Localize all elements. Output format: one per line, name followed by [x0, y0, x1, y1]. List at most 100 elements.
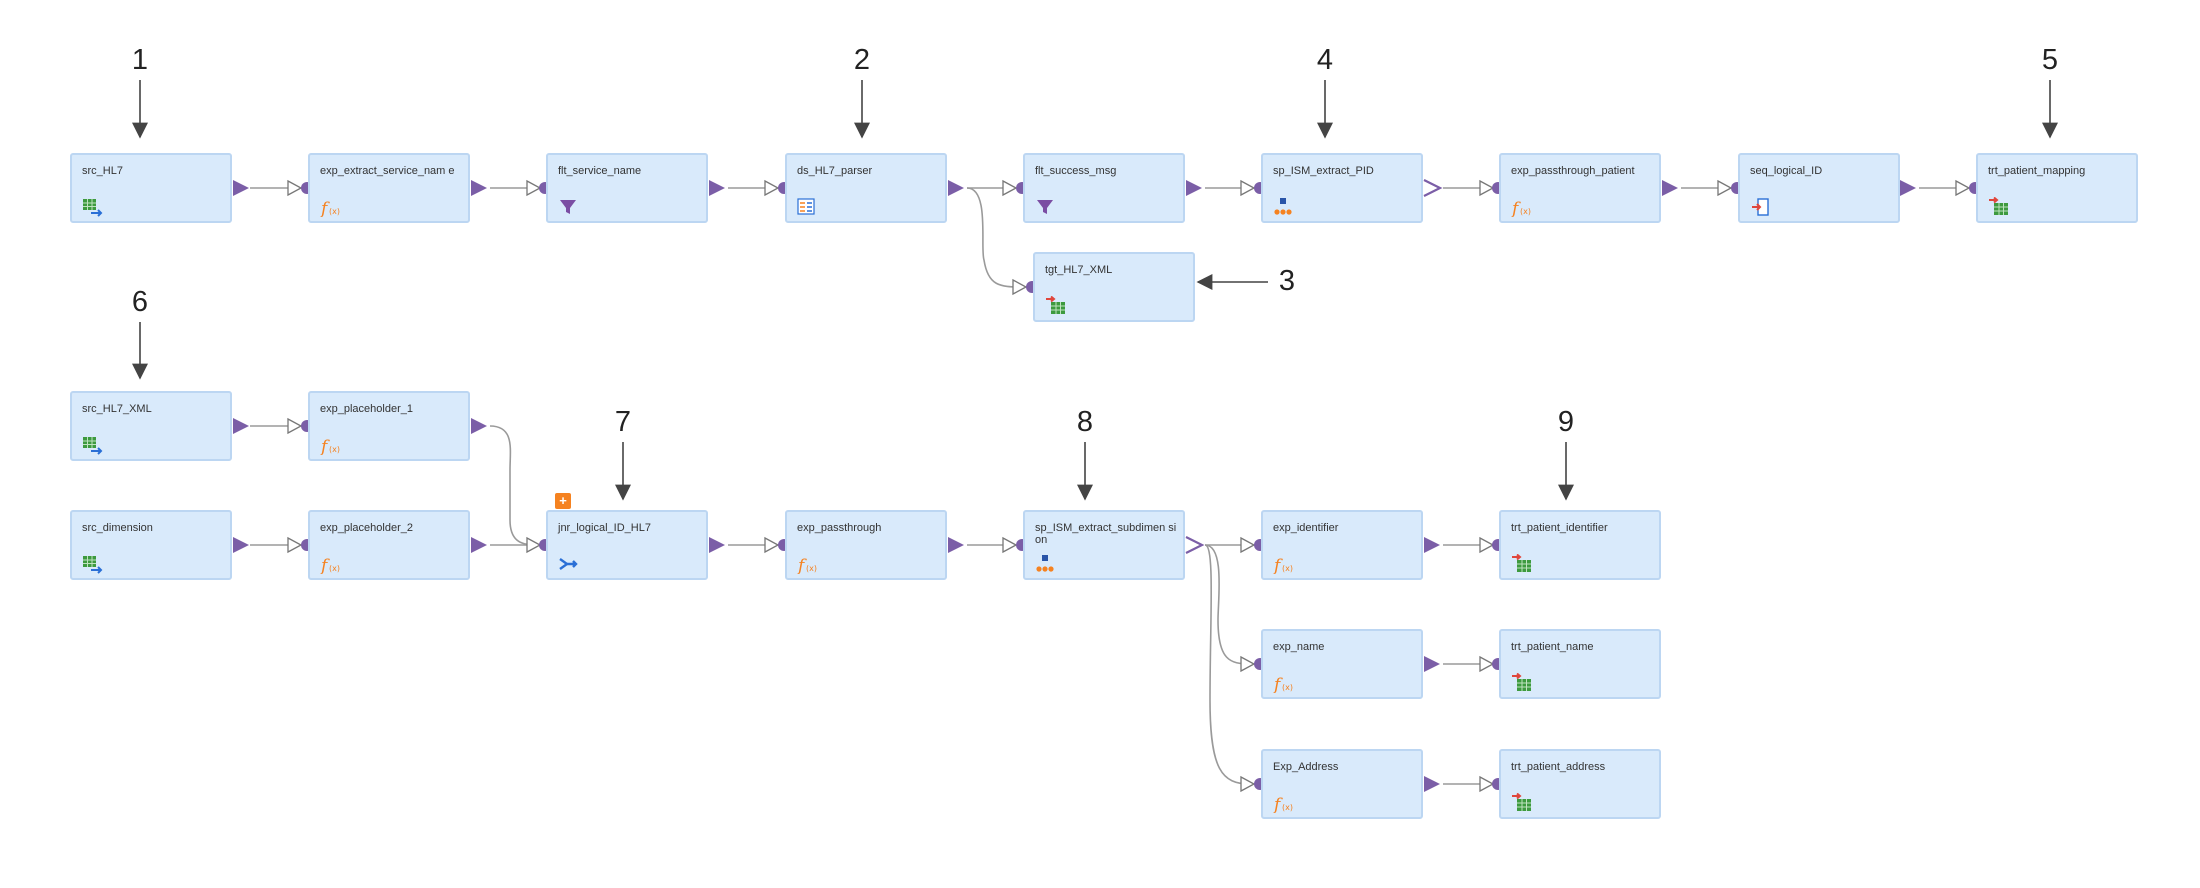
node-label: seq_logical_ID	[1750, 165, 1823, 177]
input-port	[526, 536, 542, 554]
input-port	[287, 417, 303, 435]
output-port	[1186, 180, 1202, 196]
marker-7: 7	[614, 406, 632, 438]
svg-text:f: f	[1273, 675, 1283, 693]
input-port	[1479, 536, 1495, 554]
node-label: trt_patient_mapping	[1988, 165, 2086, 177]
node-src-hl7[interactable]: src_HL7	[70, 153, 232, 223]
svg-text:(x): (x)	[1520, 207, 1531, 216]
node-sp-ism-extract-pid[interactable]: sp_ISM_extract_PID	[1261, 153, 1423, 223]
node-exp-name[interactable]: exp_name f(x)	[1261, 629, 1423, 699]
node-label: sp_ISM_extract_PID	[1273, 165, 1374, 177]
node-label: tgt_HL7_XML	[1045, 264, 1113, 276]
node-seq-logical-id[interactable]: seq_logical_ID	[1738, 153, 1900, 223]
expression-icon: f(x)	[1273, 675, 1293, 693]
node-exp-placeholder-2[interactable]: exp_placeholder_2 f(x)	[308, 510, 470, 580]
marker-8: 8	[1076, 406, 1094, 438]
input-port	[764, 179, 780, 197]
structure-parser-icon	[1036, 555, 1054, 572]
node-trt-patient-mapping[interactable]: trt_patient_mapping	[1976, 153, 2138, 223]
marker-3: 3	[1278, 265, 1296, 297]
node-ds-hl7-parser[interactable]: ds_HL7_parser	[785, 153, 947, 223]
node-label: ds_HL7_parser	[797, 165, 873, 177]
target-icon	[1512, 554, 1531, 572]
node-label: Exp_Address	[1273, 761, 1339, 773]
input-port	[1955, 179, 1971, 197]
input-port	[1240, 179, 1256, 197]
node-label: trt_patient_address	[1511, 761, 1606, 773]
svg-text:(x): (x)	[806, 564, 817, 573]
node-src-dimension[interactable]: src_dimension	[70, 510, 232, 580]
node-exp-placeholder-1[interactable]: exp_placeholder_1 f(x)	[308, 391, 470, 461]
source-icon	[83, 437, 103, 455]
node-sp-ism-extract-subdimension[interactable]: sp_ISM_extract_subdimen sion	[1023, 510, 1185, 580]
node-label: trt_patient_name	[1511, 641, 1594, 653]
annotation-arrows	[132, 80, 2058, 501]
marker-2: 2	[853, 44, 871, 76]
marker-4: 4	[1316, 44, 1334, 76]
output-port	[471, 180, 487, 196]
input-port	[287, 179, 303, 197]
output-port	[948, 537, 964, 553]
output-port	[1424, 656, 1440, 672]
marker-1: 1	[131, 44, 149, 76]
svg-text:f: f	[1273, 556, 1283, 574]
source-icon	[83, 556, 103, 574]
target-icon	[1512, 673, 1531, 691]
svg-text:f: f	[320, 437, 330, 455]
node-exp-extract-service-name[interactable]: exp_extract_service_nam e f(x)	[308, 153, 470, 223]
node-label: flt_success_msg	[1035, 165, 1117, 177]
source-icon	[83, 199, 103, 217]
node-src-hl7-xml[interactable]: src_HL7_XML	[70, 391, 232, 461]
input-port	[1717, 179, 1733, 197]
target-icon	[1989, 197, 2008, 215]
output-port	[233, 180, 249, 196]
node-tgt-hl7-xml[interactable]: tgt_HL7_XML	[1033, 252, 1195, 322]
node-label: exp_placeholder_1	[320, 403, 413, 415]
multi-output-port	[1185, 536, 1205, 554]
node-trt-patient-address[interactable]: trt_patient_address	[1499, 749, 1661, 819]
svg-text:(x): (x)	[329, 207, 340, 216]
node-exp-passthrough[interactable]: exp_passthrough f(x)	[785, 510, 947, 580]
node-flt-service-name[interactable]: flt_service_name	[546, 153, 708, 223]
node-label: exp_identifier	[1273, 522, 1339, 534]
output-port	[1424, 776, 1440, 792]
multi-output-port	[1423, 179, 1443, 197]
svg-text:f: f	[1511, 199, 1521, 217]
expression-icon: f(x)	[1273, 795, 1293, 813]
node-flt-success-msg[interactable]: flt_success_msg	[1023, 153, 1185, 223]
target-icon	[1512, 793, 1531, 811]
filter-icon	[560, 200, 576, 214]
input-port	[1002, 179, 1018, 197]
expression-icon: f(x)	[320, 199, 340, 217]
output-port	[471, 537, 487, 553]
expression-icon: f(x)	[797, 556, 817, 574]
marker-9: 9	[1557, 406, 1575, 438]
svg-text:f: f	[320, 556, 330, 574]
node-jnr-logical-id-hl7[interactable]: jnr_logical_ID_HL7	[546, 510, 708, 580]
node-label: jnr_logical_ID_HL7	[558, 522, 651, 534]
input-port	[1012, 278, 1028, 296]
output-port	[233, 418, 249, 434]
node-label: exp_name	[1273, 641, 1325, 653]
marker-6: 6	[131, 286, 149, 318]
node-exp-identifier[interactable]: exp_identifier f(x)	[1261, 510, 1423, 580]
node-trt-patient-name[interactable]: trt_patient_name	[1499, 629, 1661, 699]
svg-text:f: f	[1273, 795, 1283, 813]
node-exp-address[interactable]: Exp_Address f(x)	[1261, 749, 1423, 819]
input-port	[764, 536, 780, 554]
structure-parser-icon	[1274, 198, 1292, 215]
output-port	[233, 537, 249, 553]
joiner-badge[interactable]: +	[555, 493, 571, 509]
node-exp-passthrough-patient[interactable]: exp_passthrough_patient f(x)	[1499, 153, 1661, 223]
output-port	[471, 418, 487, 434]
node-label: exp_placeholder_2	[320, 522, 413, 534]
input-port	[526, 179, 542, 197]
joiner-icon	[559, 558, 578, 570]
node-label: sp_ISM_extract_subdimen sion	[1035, 522, 1177, 546]
expression-icon: f(x)	[320, 556, 340, 574]
node-trt-patient-identifier[interactable]: trt_patient_identifier	[1499, 510, 1661, 580]
svg-text:(x): (x)	[329, 445, 340, 454]
input-port	[1479, 775, 1495, 793]
output-port	[709, 537, 725, 553]
